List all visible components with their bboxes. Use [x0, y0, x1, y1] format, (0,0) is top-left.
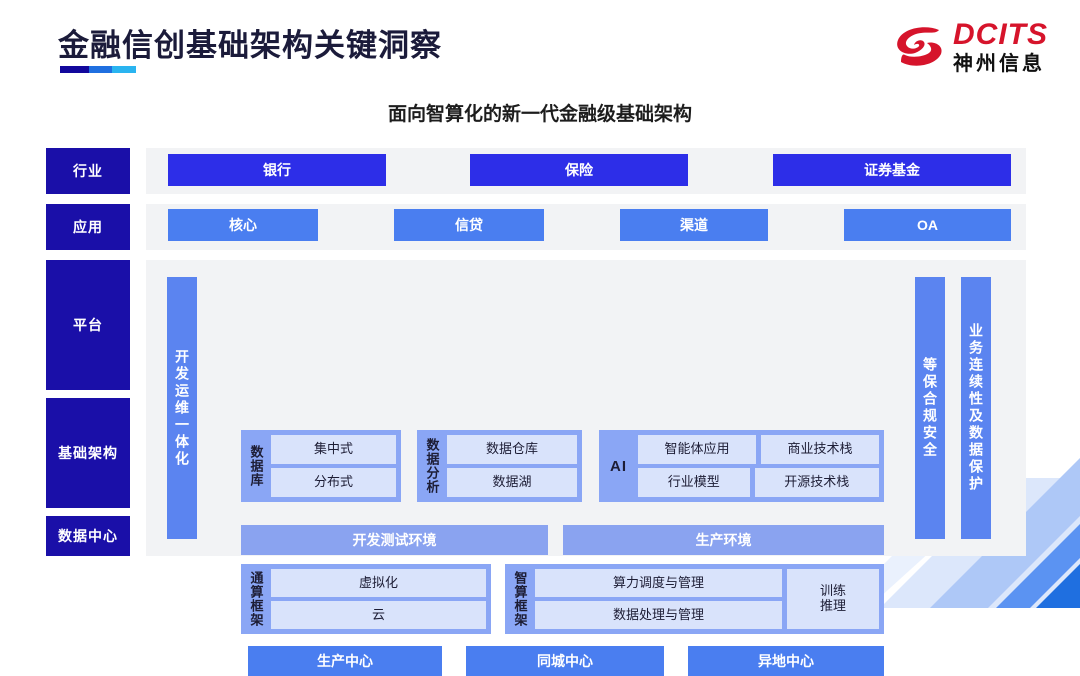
group-label-data-analysis: 数据分析 — [424, 438, 440, 494]
cell-centralized[interactable]: 集中式 — [271, 435, 396, 464]
cell-compute-scheduling[interactable]: 算力调度与管理 — [535, 569, 782, 597]
architecture-diagram: 行业 应用 平台 基础架构 数据中心 银行 保险 证券基金 核心 信贷 渠道 O… — [0, 140, 1080, 676]
layer-label-datacenter: 数据中心 — [46, 516, 130, 556]
layer-label-infrastructure: 基础架构 — [46, 398, 130, 508]
group-data-analysis: 数据分析 数据仓库 数据湖 — [417, 430, 582, 502]
cell-cloud[interactable]: 云 — [271, 601, 486, 629]
group-label-database: 数据库 — [248, 445, 264, 487]
vertical-bar-security-compliance: 等保合规安全 — [915, 277, 945, 539]
application-item-oa[interactable]: OA — [844, 209, 1011, 241]
cell-open-source-tech-stack[interactable]: 开源技术栈 — [754, 468, 879, 497]
cell-virtualization[interactable]: 虚拟化 — [271, 569, 486, 597]
logo-text-cn: 神州信息 — [953, 53, 1045, 75]
datacenter-remote[interactable]: 异地中心 — [688, 646, 884, 676]
layer-label-industry: 行业 — [46, 148, 130, 194]
cell-data-lake[interactable]: 数据湖 — [447, 468, 577, 497]
logo-text-en: DCITS — [953, 18, 1048, 51]
environment-dev-test[interactable]: 开发测试环境 — [241, 525, 548, 555]
industry-item-insurance[interactable]: 保险 — [470, 154, 688, 186]
cell-agent-application[interactable]: 智能体应用 — [638, 435, 756, 464]
application-item-credit[interactable]: 信贷 — [394, 209, 544, 241]
layer-label-platform: 平台 — [46, 260, 130, 390]
dcits-swirl-icon — [893, 22, 945, 72]
cell-train-infer[interactable]: 训练 推理 — [787, 569, 879, 629]
datacenter-metro[interactable]: 同城中心 — [466, 646, 664, 676]
group-label-intelligent-compute: 智算框架 — [512, 571, 528, 627]
environment-production[interactable]: 生产环境 — [563, 525, 884, 555]
company-logo: DCITS 神州信息 — [893, 18, 1048, 76]
layer-label-application: 应用 — [46, 204, 130, 250]
group-intelligent-compute-framework: 智算框架 算力调度与管理 数据处理与管理 训练 推理 — [505, 564, 884, 634]
industry-item-bank[interactable]: 银行 — [168, 154, 386, 186]
page-header: 金融信创基础架构关键洞察 DCITS 神州信息 — [0, 0, 1080, 92]
group-label-general-compute: 通算框架 — [248, 571, 264, 627]
group-ai: AI 智能体应用 商业技术栈 行业模型 开源技术栈 — [599, 430, 884, 502]
page-title: 金融信创基础架构关键洞察 — [58, 28, 442, 63]
datacenter-production[interactable]: 生产中心 — [248, 646, 442, 676]
page-subtitle: 面向智算化的新一代金融级基础架构 — [387, 104, 692, 125]
industry-item-securities-fund[interactable]: 证券基金 — [773, 154, 1011, 186]
application-item-core[interactable]: 核心 — [168, 209, 318, 241]
group-label-ai: AI — [610, 457, 627, 475]
cell-distributed[interactable]: 分布式 — [271, 468, 396, 497]
vertical-bar-business-continuity: 业务连续性及数据保护 — [961, 277, 991, 539]
group-database: 数据库 集中式 分布式 — [241, 430, 401, 502]
cell-industry-model[interactable]: 行业模型 — [638, 468, 750, 497]
cell-data-warehouse[interactable]: 数据仓库 — [447, 435, 577, 464]
group-general-compute-framework: 通算框架 虚拟化 云 — [241, 564, 491, 634]
platform-infra-panel — [146, 260, 1026, 556]
title-underline-accent — [60, 66, 136, 73]
cell-data-processing[interactable]: 数据处理与管理 — [535, 601, 782, 629]
vertical-bar-devops: 开发运维一体化 — [167, 277, 197, 539]
cell-train-infer-line2: 推理 — [819, 598, 846, 613]
cell-train-infer-line1: 训练 — [819, 583, 846, 599]
cell-commercial-tech-stack[interactable]: 商业技术栈 — [761, 435, 879, 464]
application-item-channel[interactable]: 渠道 — [620, 209, 768, 241]
